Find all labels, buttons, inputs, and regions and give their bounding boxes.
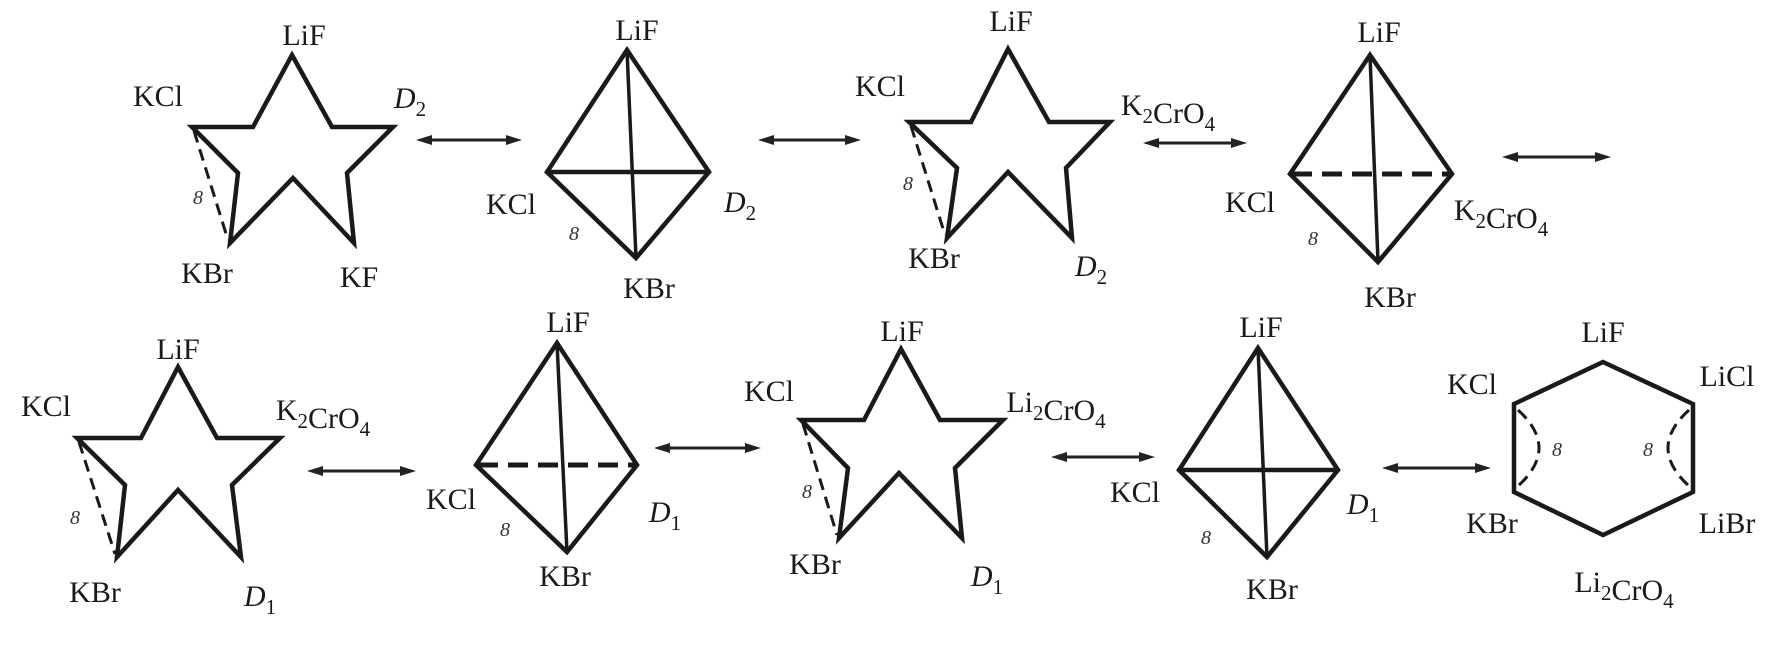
- star-outline: [186, 50, 399, 250]
- hexagon-figure: LiF KCl LiCl KBr LiBr Li2CrO4 8 8: [1447, 316, 1755, 613]
- vertex-label-lower-left: KBr: [1466, 507, 1518, 540]
- marker-symbol: 8: [70, 507, 80, 529]
- equilibrium-arrow: [1502, 152, 1611, 162]
- diamond-figure-3: LiF KCl D1 KBr 8: [426, 306, 681, 593]
- dashed-arc-right: [1666, 408, 1691, 488]
- marker-symbol: 8: [1308, 228, 1318, 250]
- vertical-diagonal: [1368, 54, 1380, 263]
- vertex-label-right: D1: [1346, 488, 1379, 527]
- vertex-label-bottom-right: D1: [970, 560, 1003, 599]
- vertex-label-bottom-right: KF: [340, 261, 378, 294]
- vertex-label-left: KCl: [1225, 186, 1275, 219]
- star-outline: [71, 362, 286, 564]
- vertex-label-top: LiF: [1581, 316, 1624, 349]
- vertex-label-top: LiF: [282, 19, 325, 52]
- marker-symbol: 8: [569, 223, 579, 245]
- vertex-label-bottom: KBr: [539, 560, 591, 593]
- vertex-label-bottom-left: KBr: [181, 257, 233, 290]
- dashed-edge: [192, 130, 230, 241]
- equilibrium-arrow: [416, 135, 522, 145]
- vertex-label-bottom-right: D1: [243, 580, 276, 619]
- vertex-label-right: K2CrO4: [1121, 89, 1216, 136]
- vertex-label-bottom-right: D2: [1074, 250, 1107, 289]
- hexagon-outline: [1511, 359, 1696, 538]
- vertex-label-top: LiF: [880, 315, 923, 348]
- vertical-diagonal: [625, 49, 638, 259]
- dashed-edge: [801, 423, 839, 536]
- equilibrium-arrow: [758, 135, 861, 145]
- vertex-label-top: LiF: [1239, 311, 1282, 344]
- diamond-figure-2: LiF KCl K2CrO4 KBr 8: [1225, 16, 1549, 314]
- vertex-label-top: LiF: [546, 306, 589, 339]
- vertex-label-right: K2CrO4: [1454, 194, 1549, 241]
- vertical-diagonal: [1256, 347, 1269, 558]
- vertex-label-lower-right: LiBr: [1699, 507, 1756, 540]
- marker-symbol: 8: [1552, 439, 1562, 461]
- vertex-label-top: LiF: [156, 333, 199, 366]
- diamond-figure-4: LiF KCl D1 KBr 8: [1110, 311, 1379, 606]
- vertex-label-left: KCl: [1110, 476, 1160, 509]
- equilibrium-arrow: [1051, 452, 1155, 462]
- vertex-label-bottom: KBr: [1246, 573, 1298, 606]
- vertex-label-left: KCl: [133, 80, 183, 113]
- marker-symbol: 8: [903, 173, 913, 195]
- vertex-label-upper-left: KCl: [1447, 368, 1497, 401]
- dashed-edge: [77, 441, 117, 555]
- equilibrium-arrow: [307, 466, 416, 476]
- dashed-edge: [909, 125, 947, 236]
- vertex-label-left: KCl: [744, 375, 794, 408]
- vertex-label-bottom-left: KBr: [789, 548, 841, 581]
- vertex-label-left: KCl: [486, 188, 536, 221]
- vertex-label-left: KCl: [21, 390, 71, 423]
- vertex-label-top: LiF: [615, 14, 658, 47]
- star-figure-1: LiF KCl D2 KBr KF 8: [133, 19, 426, 294]
- vertex-label-bottom-left: KBr: [908, 242, 960, 275]
- marker-symbol: 8: [500, 519, 510, 541]
- vertex-label-bottom: KBr: [623, 272, 675, 305]
- star-figure-3: LiF KCl K2CrO4 KBr D1 8: [21, 333, 371, 619]
- vertex-label-right: K2CrO4: [276, 394, 371, 441]
- equilibrium-arrow: [1382, 463, 1491, 473]
- vertex-label-right: D1: [648, 496, 681, 535]
- vertex-label-right: D2: [393, 82, 426, 121]
- dashed-arc-left: [1516, 408, 1541, 488]
- vertex-label-right: Li2CrO4: [1006, 386, 1106, 433]
- diamond-figure-1: LiF KCl D2 KBr 8: [486, 14, 756, 305]
- marker-symbol: 8: [193, 187, 203, 209]
- star-figure-2: LiF KCl K2CrO4 KBr D2 8: [855, 5, 1216, 289]
- vertex-label-left: KCl: [855, 70, 905, 103]
- marker-symbol: 8: [802, 481, 812, 503]
- vertex-label-bottom-left: KBr: [69, 576, 121, 609]
- vertical-diagonal: [555, 342, 569, 553]
- vertex-label-bottom: Li2CrO4: [1574, 566, 1674, 613]
- equilibrium-arrow: [1143, 138, 1247, 148]
- vertex-label-left: KCl: [426, 483, 476, 516]
- star-outline: [795, 344, 1009, 545]
- marker-symbol: 8: [1201, 527, 1211, 549]
- vertex-label-upper-right: LiCl: [1699, 360, 1754, 393]
- vertex-label-top: LiF: [1357, 16, 1400, 49]
- vertex-label-top: LiF: [989, 5, 1032, 38]
- equilibrium-arrow: [654, 443, 761, 453]
- vertex-label-right: D2: [723, 186, 756, 225]
- marker-symbol: 8: [1643, 439, 1653, 461]
- star-outline: [903, 44, 1116, 245]
- star-figure-4: LiF KCl Li2CrO4 KBr D1 8: [744, 315, 1106, 599]
- vertex-label-bottom: KBr: [1364, 281, 1416, 314]
